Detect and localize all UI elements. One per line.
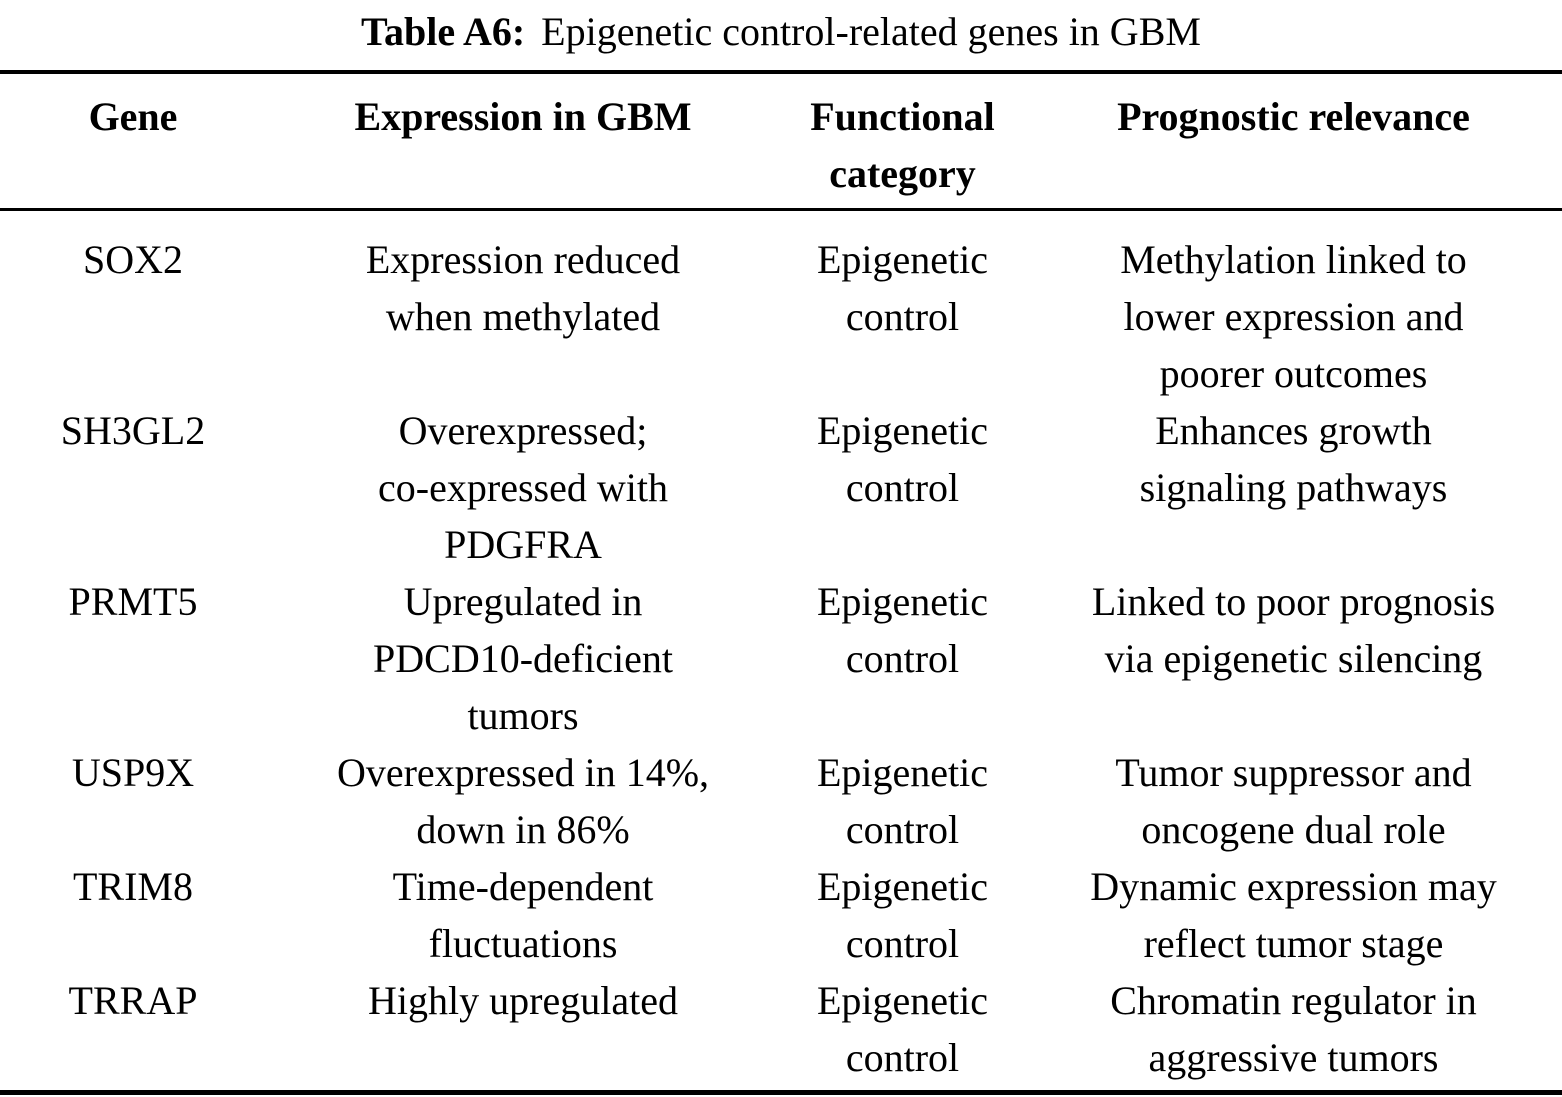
- table-row-usp9x: USP9X Overexpressed in 14%, down in 86% …: [0, 744, 1562, 858]
- cell-category: Epigenetic control: [816, 237, 989, 339]
- cell-gene: TRRAP: [68, 978, 198, 1023]
- cell-prognosis: Chromatin regulator in aggressive tumors: [1110, 978, 1477, 1080]
- cell-expression: Expression reduced when methylated: [365, 237, 681, 339]
- cell-gene: USP9X: [71, 750, 195, 795]
- cell-expression: Upregulated in PDCD10-deficient tumors: [373, 579, 673, 738]
- cell-prognosis: Enhances growth signaling pathways: [1139, 408, 1448, 510]
- table-row-sox2: SOX2 Expression reduced when methylated …: [0, 210, 1562, 403]
- cell-prognosis: Dynamic expression may reflect tumor sta…: [1090, 864, 1497, 966]
- cell-gene: SH3GL2: [60, 408, 206, 453]
- cell-expression: Time-dependent fluctuations: [392, 864, 654, 966]
- cell-expression: Overexpressed in 14%, down in 86%: [336, 750, 710, 852]
- cell-category: Epigenetic control: [816, 864, 989, 966]
- header-row: Gene Expression in GBM Functional catego…: [0, 72, 1562, 211]
- cell-prognosis: Methylation linked to lower expression a…: [1120, 237, 1467, 396]
- cell-prognosis: Tumor suppressor and oncogene dual role: [1115, 750, 1472, 852]
- cell-gene: SOX2: [82, 237, 184, 282]
- table-caption: Table A6: Epigenetic control-related gene…: [0, 0, 1562, 56]
- genes-table: Gene Expression in GBM Functional catego…: [0, 70, 1562, 1095]
- table-row-trim8: TRIM8 Time-dependent fluctuations Epigen…: [0, 858, 1562, 972]
- cell-category: Epigenetic control: [816, 579, 989, 681]
- cell-expression: Overexpressed; co-expressed with PDGFRA: [378, 408, 668, 567]
- header-expression: Expression in GBM: [266, 72, 780, 211]
- header-functional-category: Functional category: [780, 72, 1025, 211]
- cell-gene: TRIM8: [73, 864, 193, 909]
- header-gene: Gene: [0, 72, 266, 211]
- cell-category: Epigenetic control: [816, 750, 989, 852]
- cell-prognosis: Linked to poor prognosis via epigenetic …: [1091, 579, 1496, 681]
- table-row-sh3gl2: SH3GL2 Overexpressed; co-expressed with …: [0, 402, 1562, 573]
- cell-category: Epigenetic control: [816, 978, 989, 1080]
- table-row-prmt5: PRMT5 Upregulated in PDCD10-deficient tu…: [0, 573, 1562, 744]
- table-row-trrap: TRRAP Highly upregulated Epigenetic cont…: [0, 972, 1562, 1093]
- cell-category: Epigenetic control: [816, 408, 989, 510]
- caption-text: Epigenetic control-related genes in GBM: [541, 9, 1201, 54]
- header-prognostic-relevance: Prognostic relevance: [1025, 72, 1562, 211]
- caption-label: Table A6:: [361, 9, 526, 54]
- cell-gene: PRMT5: [68, 579, 198, 624]
- cell-expression: Highly upregulated: [368, 978, 678, 1023]
